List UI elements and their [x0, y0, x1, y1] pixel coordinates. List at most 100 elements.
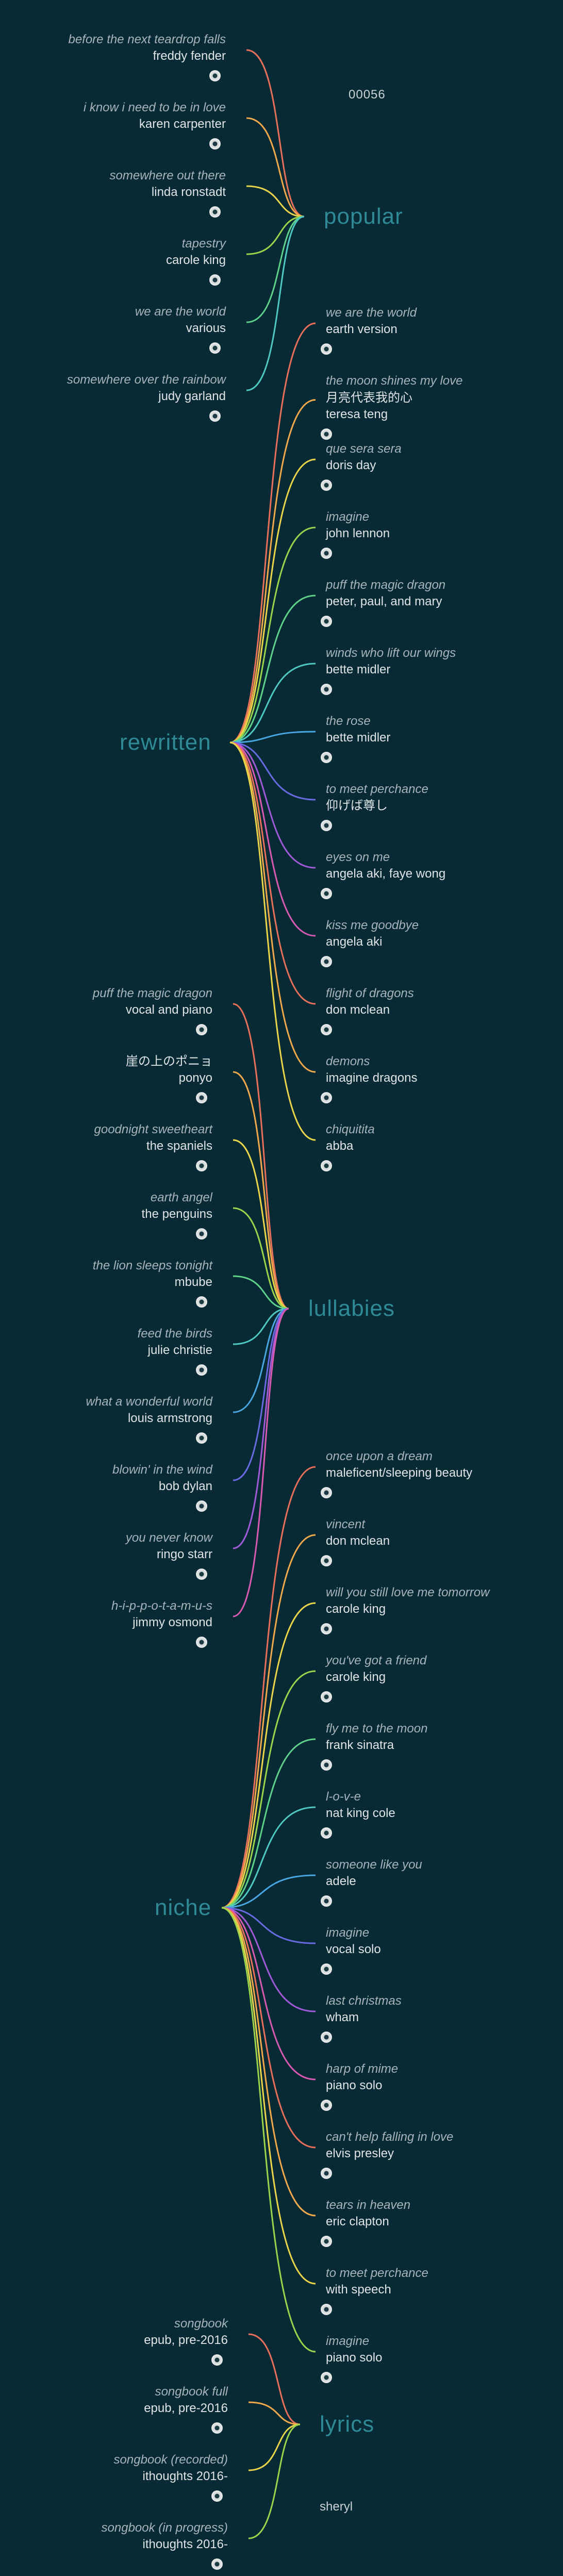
cd-icon[interactable]: [321, 343, 332, 355]
cd-icon[interactable]: [196, 1160, 207, 1171]
cd-icon[interactable]: [211, 2354, 223, 2366]
cd-icon[interactable]: [321, 616, 332, 627]
cd-icon[interactable]: [321, 820, 332, 831]
cd-icon[interactable]: [321, 428, 332, 440]
cd-icon[interactable]: [321, 1759, 332, 1771]
item-artist: with speech: [326, 2283, 391, 2297]
cd-icon[interactable]: [321, 2236, 332, 2247]
cd-icon[interactable]: [321, 2032, 332, 2043]
cd-icon[interactable]: [321, 1160, 332, 1171]
lyrics-item[interactable]: songbook (recorded)ithoughts 2016-: [114, 2451, 228, 2485]
cd-icon[interactable]: [321, 1895, 332, 1907]
cd-icon[interactable]: [209, 70, 221, 81]
cd-icon[interactable]: [209, 342, 221, 354]
cd-icon[interactable]: [321, 1024, 332, 1035]
cd-icon[interactable]: [196, 1296, 207, 1308]
cd-icon[interactable]: [321, 548, 332, 559]
cd-icon[interactable]: [196, 1432, 207, 1444]
hub-rewritten: rewritten: [120, 730, 211, 755]
cd-icon[interactable]: [321, 1555, 332, 1566]
cd-icon[interactable]: [321, 752, 332, 763]
cd-icon[interactable]: [321, 2100, 332, 2111]
cd-icon[interactable]: [211, 2490, 223, 2502]
branch-connector: [229, 663, 316, 744]
lyrics-item[interactable]: songbook (in progress)ithoughts 2016-: [102, 2519, 228, 2553]
cd-icon[interactable]: [321, 1691, 332, 1703]
cd-icon[interactable]: [321, 1963, 332, 1975]
cd-icon[interactable]: [321, 2168, 332, 2179]
cd-icon[interactable]: [209, 138, 221, 150]
cd-icon[interactable]: [321, 956, 332, 967]
cd-icon[interactable]: [196, 1092, 207, 1103]
cd-icon[interactable]: [321, 684, 332, 695]
cd-icon[interactable]: [321, 1487, 332, 1498]
cd-icon[interactable]: [209, 410, 221, 422]
cd-icon[interactable]: [196, 1364, 207, 1376]
cd-icon[interactable]: [321, 2372, 332, 2383]
cd-icon[interactable]: [196, 1024, 207, 1035]
cd-icon[interactable]: [196, 1228, 207, 1240]
cd-icon[interactable]: [321, 1092, 332, 1103]
item-artist: vocal solo: [326, 1942, 381, 1956]
cd-icon[interactable]: [211, 2422, 223, 2434]
cd-icon[interactable]: [321, 2304, 332, 2315]
item-title: songbook (recorded): [113, 2453, 228, 2467]
cd-icon[interactable]: [321, 1827, 332, 1839]
cd-icon[interactable]: [321, 888, 332, 899]
cd-icon[interactable]: [209, 206, 221, 218]
cd-icon[interactable]: [196, 1637, 207, 1648]
cd-icon[interactable]: [209, 274, 221, 286]
cd-icon[interactable]: [321, 1623, 332, 1634]
cd-icon[interactable]: [196, 1500, 207, 1512]
cd-icon[interactable]: [196, 1568, 207, 1580]
item-title: i know i need to be in love: [83, 101, 226, 114]
cd-icon[interactable]: [211, 2558, 223, 2570]
cd-icon[interactable]: [321, 480, 332, 491]
